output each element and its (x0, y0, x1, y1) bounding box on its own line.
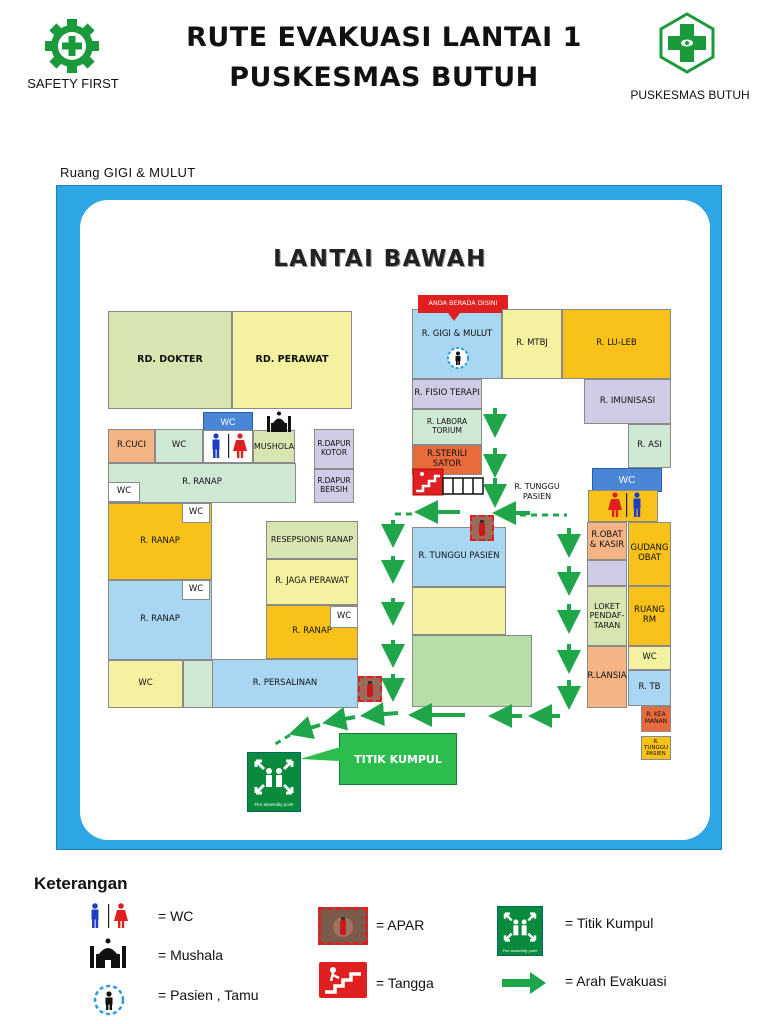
room-r-dapur-kotor: R.DAPUR KOTOR (314, 429, 354, 469)
legend-assembly-icon: Fire assembly point (497, 906, 543, 956)
you-are-here-label: ANDA BERADA DISINI (428, 299, 498, 307)
room-rd-dokter: RD. DOKTER (108, 311, 232, 409)
legend-patient-icon (93, 984, 125, 1016)
assembly-sign-caption: Fire assembly point (254, 802, 294, 807)
patient-icon (447, 347, 469, 369)
map-caption: Ruang GIGI & MULUT (60, 165, 196, 180)
room-wc-a: WC (155, 429, 203, 463)
legend-mosque-icon (90, 938, 126, 968)
room-r-jaga: R. JAGA PERAWAT (266, 559, 358, 605)
room-wc-c: WC (182, 503, 210, 523)
room-r-labora: R. LABORA TORIUM (412, 409, 482, 445)
room-ruang-rm: RUANG RM (628, 586, 671, 646)
puskesmas-logo (656, 12, 718, 74)
room-r-dapur-bersih: R.DAPUR BERSIH (314, 469, 354, 503)
legend-apar-icon (318, 907, 368, 945)
legend-tangga-label: = Tangga (376, 975, 434, 991)
titik-kumpul-pointer (300, 747, 340, 761)
mosque-icon (267, 411, 291, 432)
room-rd-perawat: RD. PERAWAT (232, 311, 352, 409)
apar-icon (479, 520, 485, 536)
wc-icon-right (608, 492, 641, 517)
room-r-luleb: R. LU-LEB (562, 309, 671, 379)
room-r-fisio: R. FISIO TERAPI (412, 379, 482, 409)
room-wc-f: WC (330, 606, 358, 628)
assembly-point-icon (503, 912, 537, 942)
page-title-line2: PUSKESMAS BUTUH (229, 62, 539, 93)
legend-titik-kumpul-label: = Titik Kumpul (565, 915, 654, 931)
legend-apar-label: = APAR (376, 917, 425, 933)
room-mushola: MUSHOLA (253, 430, 295, 463)
room-r-tb: R. TB (628, 670, 671, 706)
wc-icon (212, 433, 247, 458)
room-wc-d: WC (182, 580, 210, 600)
room-corridor-left (183, 660, 213, 708)
titik-kumpul-box: TITIK KUMPUL (339, 733, 457, 785)
room-loket: LOKET PENDAF- TARAN (587, 586, 627, 646)
room-right-mid (412, 587, 506, 635)
r-tunggu-label: R. TUNGGU PASIEN (514, 482, 560, 501)
legend-heading: Keterangan (34, 874, 128, 893)
room-r-cuci: R.CUCI (108, 429, 155, 463)
room-resepsionis: RESEPSIONIS RANAP (266, 521, 358, 559)
apar-icon (333, 917, 353, 937)
puskesmas-logo-icon (659, 12, 715, 74)
room-r-obat-lower (587, 560, 627, 586)
you-are-here-marker: ANDA BERADA DISINI (418, 295, 508, 321)
arrow-right-icon (502, 972, 546, 994)
room-r-asi: R. ASI (628, 424, 671, 468)
room-r-tunggu-3: R. TUNGGU PASIEN (641, 736, 671, 760)
safety-first-label: SAFETY FIRST (27, 76, 119, 91)
legend-wc-icon (91, 903, 128, 928)
legend-mushala-label: = Mushala (158, 947, 223, 963)
room-r-imunisasi: R. IMUNISASI (584, 379, 671, 424)
puskesmas-label: PUSKESMAS BUTUH (630, 88, 750, 102)
room-wc-b: WC (108, 482, 140, 502)
room-right-lower (412, 635, 532, 707)
assembly-point-sign: Fire assembly point (247, 752, 301, 812)
room-r-mtbj: R. MTBJ (502, 309, 562, 379)
page-title-line1: RUTE EVAKUASI LANTAI 1 (186, 22, 582, 53)
room-r-kea: R. KEA MANAN (641, 706, 671, 732)
legend-arah-label: = Arah Evakuasi (565, 973, 667, 989)
stairs-marker (412, 468, 484, 496)
floor-title: LANTAI BAWAH (273, 246, 487, 272)
legend-wc-label: = WC (158, 908, 194, 924)
room-wc-right (588, 490, 658, 522)
room-gudang: GUDANG OBAT (628, 522, 671, 586)
room-r-lansia: R.LANSIA (587, 646, 627, 708)
legend-pasien-label: = Pasien , Tamu (158, 987, 259, 1003)
legend-stairs-icon (319, 962, 367, 998)
safety-first-gear-icon (45, 19, 99, 73)
apar-marker-1 (470, 515, 494, 541)
room-r-persalinan: R. PERSALINAN (212, 659, 358, 708)
room-wc-g: WC (628, 646, 671, 670)
assembly-point-icon (252, 757, 296, 797)
safety-first-logo (40, 18, 104, 78)
room-wc-e: WC (108, 660, 183, 708)
apar-icon (367, 681, 373, 697)
room-r-obat: R.OBAT & KASIR (587, 522, 627, 560)
